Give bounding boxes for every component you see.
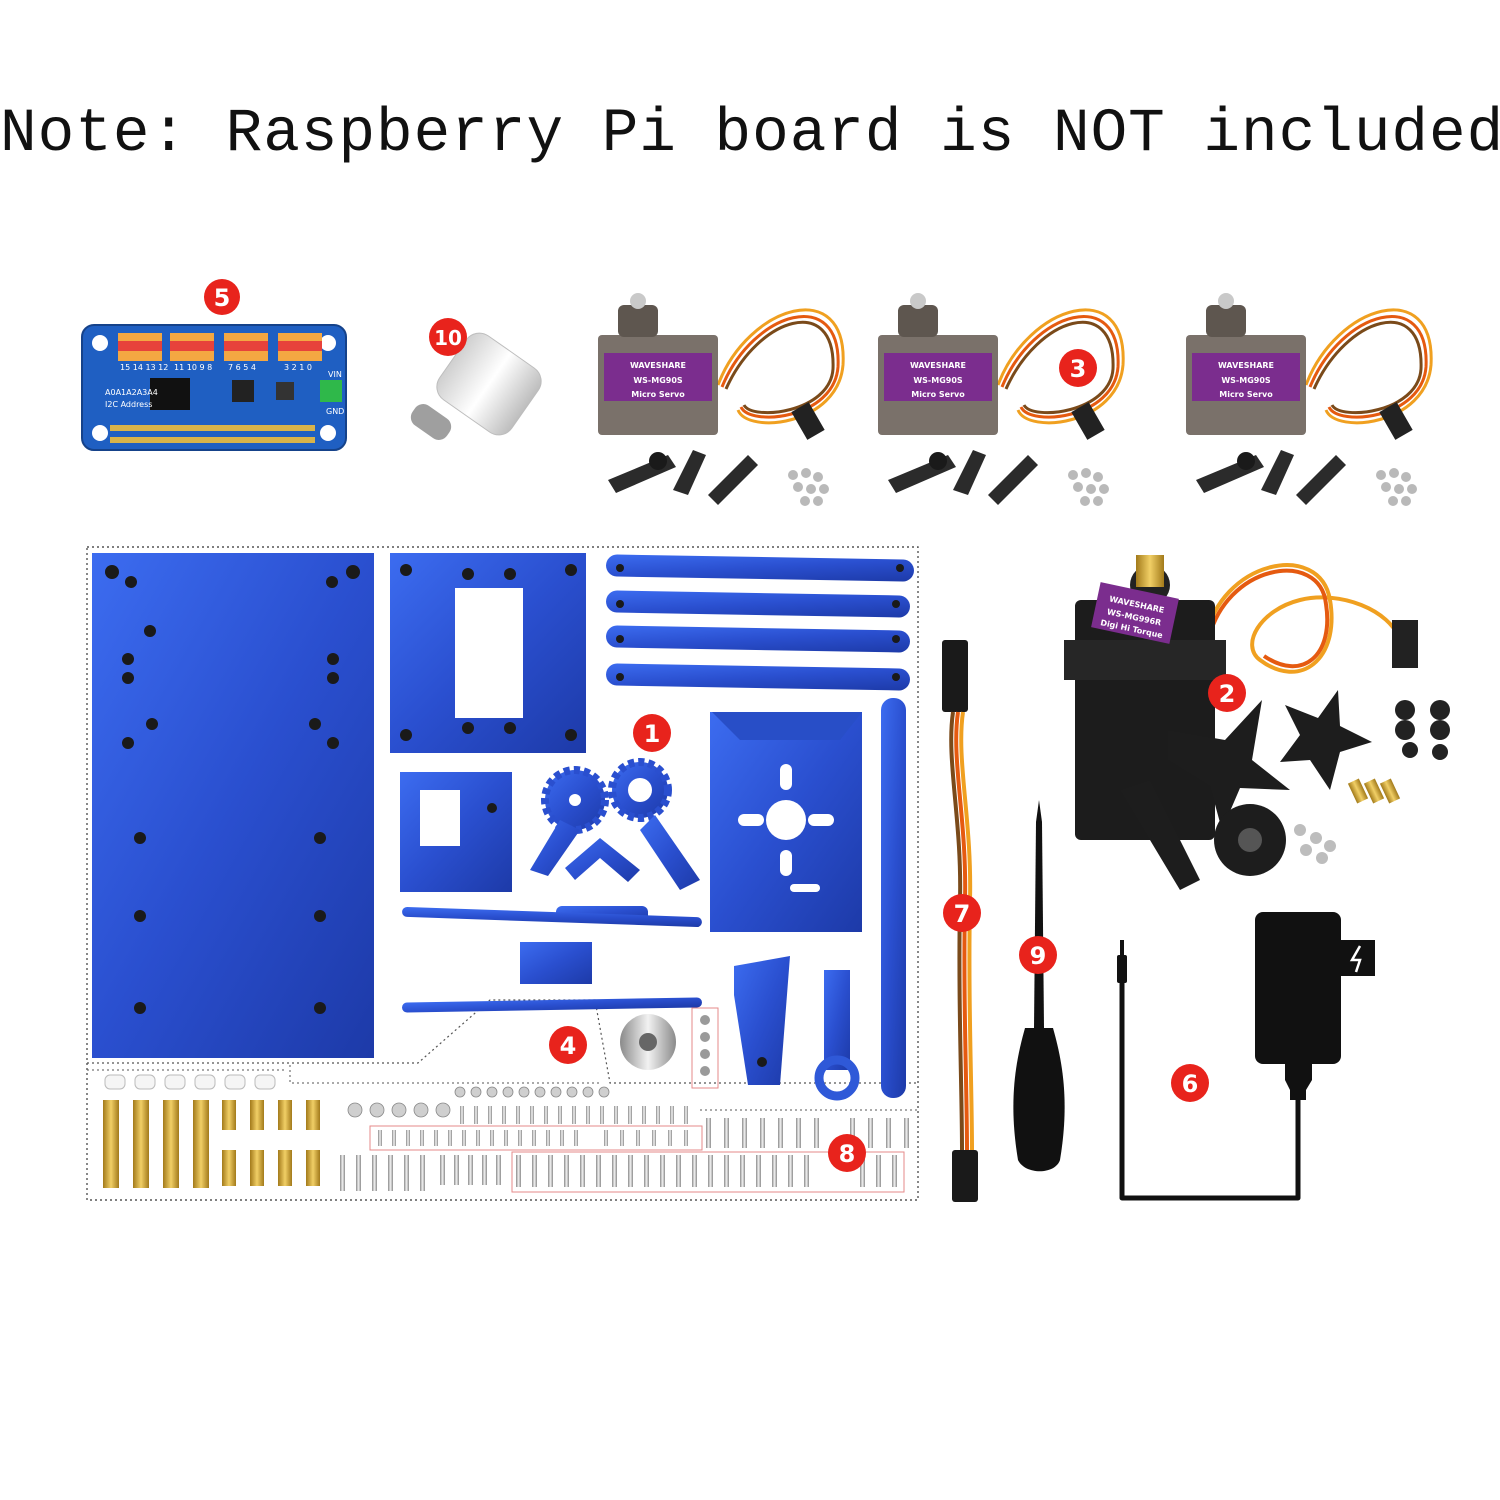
metal-horn [620,1007,719,1089]
screws [340,1086,909,1193]
badge-1: 1 [633,714,671,752]
badge-5: 5 [204,279,240,315]
badge-7: 7 [943,894,981,932]
badge-4: 4 [549,1026,587,1064]
svg-text:7: 7 [954,900,971,928]
usb-c-adapter [410,332,542,440]
svg-text:3: 3 [1070,355,1087,383]
small-bracket [400,772,512,892]
side-rods [402,906,702,1013]
standoffs [103,1074,320,1188]
svg-text:VIN: VIN [328,370,342,379]
svg-text:11 10 9 8: 11 10 9 8 [174,363,212,372]
micro-servo-3 [1184,291,1433,508]
badge-8: 8 [828,1134,866,1172]
badge-9: 9 [1019,936,1057,974]
arm-links [606,554,914,691]
gripper-gears [530,758,700,922]
svg-text:4: 4 [560,1032,577,1060]
svg-text:3 2 1 0: 3 2 1 0 [284,363,312,372]
badge-6: 6 [1171,1064,1209,1102]
svg-text:A0A1A2A3A4: A0A1A2A3A4 [105,388,158,397]
note-text: Note: Raspberry Pi board is NOT included… [0,100,1500,169]
svg-text:7 6 5 4: 7 6 5 4 [228,363,256,372]
long-link [881,698,906,1098]
badge-3: 3 [1059,349,1097,387]
servo-mount-plate [390,553,586,753]
badge-2: 2 [1208,674,1246,712]
svg-text:6: 6 [1182,1070,1199,1098]
svg-text:2: 2 [1219,680,1236,708]
base-links [734,956,860,1101]
svg-text:5: 5 [214,284,231,312]
svg-text:10: 10 [434,326,462,350]
badge-10: 10 [429,318,467,356]
base-plate [92,553,374,1058]
big-servo: WAVESHARE WS-MG996R Digi Hi Torque [1064,555,1418,840]
micro-servo-1 [596,291,845,508]
power-adapter [1117,912,1375,1201]
svg-text:8: 8 [839,1140,856,1168]
micro-servo-2 [876,291,1125,508]
svg-text:GND: GND [326,407,344,416]
svg-text:I2C Address: I2C Address [105,400,152,409]
svg-text:1: 1 [644,720,661,748]
big-servo-horns [1120,690,1450,890]
servo-driver-hat: 15 14 13 12 11 10 9 8 7 6 5 4 3 2 1 0 VI… [81,324,347,451]
u-bracket [710,712,862,932]
screwdriver [1013,800,1065,1172]
svg-text:15 14 13 12: 15 14 13 12 [120,363,168,372]
svg-text:9: 9 [1030,942,1047,970]
